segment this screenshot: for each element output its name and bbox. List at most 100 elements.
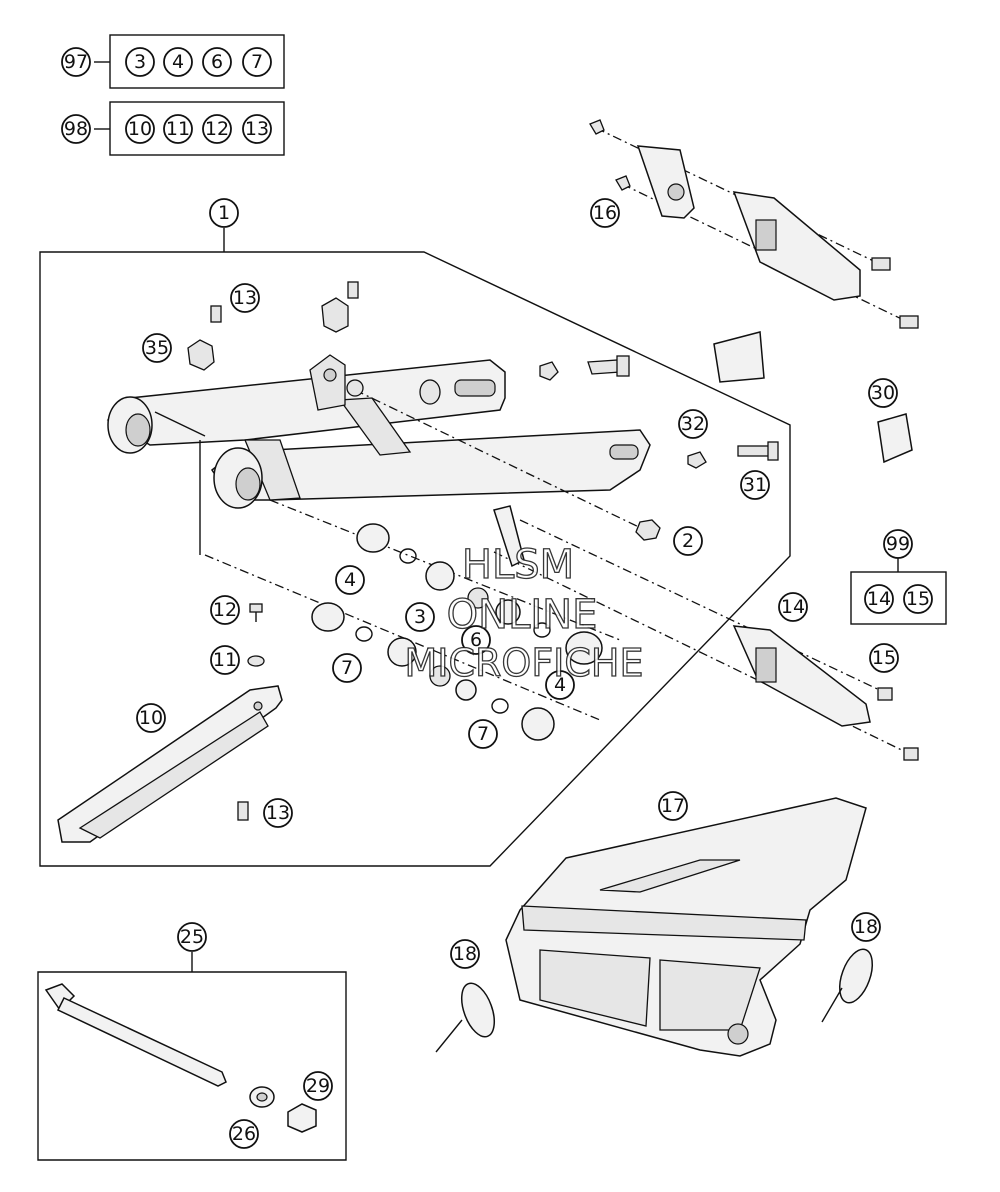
set-98-item-10[interactable]: 10 xyxy=(125,114,155,144)
nut-29[interactable] xyxy=(287,1103,317,1133)
callout-31[interactable]: 31 xyxy=(740,470,770,500)
set-97: 97 3 4 6 7 xyxy=(61,34,285,89)
svg-text:31: 31 xyxy=(743,474,767,496)
bolt-upper[interactable] xyxy=(587,359,621,375)
svg-text:14: 14 xyxy=(781,596,805,618)
chain-guide-bracket-16[interactable] xyxy=(636,145,861,301)
set-97-item-6[interactable]: 6 xyxy=(202,47,232,77)
svg-text:4: 4 xyxy=(344,569,356,591)
svg-text:4: 4 xyxy=(172,51,184,73)
callout-1[interactable]: 1 xyxy=(209,198,239,228)
cable-tie-18-right[interactable] xyxy=(821,945,879,1023)
svg-text:10: 10 xyxy=(139,707,163,729)
callout-7-right[interactable]: 7 xyxy=(468,719,498,749)
chain-guide-14[interactable] xyxy=(493,505,871,727)
svg-text:15: 15 xyxy=(872,647,896,669)
bearing-stack[interactable] xyxy=(311,523,603,741)
callout-35[interactable]: 35 xyxy=(142,333,172,363)
callout-14[interactable]: 14 xyxy=(778,592,808,622)
set-98: 98 10 11 12 13 xyxy=(61,101,285,156)
svg-text:18: 18 xyxy=(453,943,477,965)
callout-7-left[interactable]: 7 xyxy=(332,653,362,683)
svg-text:18: 18 xyxy=(854,916,878,938)
bolt-16b[interactable] xyxy=(899,315,919,329)
svg-text:3: 3 xyxy=(414,606,426,628)
set-97-item-4[interactable]: 4 xyxy=(163,47,193,77)
set-97-item-3[interactable]: 3 xyxy=(125,47,155,77)
callout-16[interactable]: 16 xyxy=(590,198,620,228)
washer-11[interactable] xyxy=(247,655,265,667)
cable-tie-18-left[interactable] xyxy=(435,979,501,1053)
callout-4-upper[interactable]: 4 xyxy=(335,565,365,595)
svg-text:25: 25 xyxy=(180,926,204,948)
callout-26[interactable]: 26 xyxy=(229,1119,259,1149)
svg-text:7: 7 xyxy=(341,657,353,679)
nut-32[interactable] xyxy=(687,451,707,469)
svg-text:13: 13 xyxy=(233,287,257,309)
callout-10[interactable]: 10 xyxy=(136,703,166,733)
nut-16b[interactable] xyxy=(615,175,631,191)
nut-upper[interactable] xyxy=(539,361,559,381)
nut-16a[interactable] xyxy=(589,119,605,135)
callout-25[interactable]: 25 xyxy=(177,922,207,952)
set-98-item-12[interactable]: 12 xyxy=(202,114,232,144)
set-98-key[interactable]: 98 xyxy=(61,114,91,144)
swingarm-axle-25[interactable] xyxy=(44,983,227,1087)
callout-18-left[interactable]: 18 xyxy=(450,939,480,969)
callout-13-lower[interactable]: 13 xyxy=(263,798,293,828)
callout-17[interactable]: 17 xyxy=(658,791,688,821)
guide-block[interactable] xyxy=(713,331,765,383)
svg-text:MICROFICHE: MICROFICHE xyxy=(404,641,643,685)
set-98-item-11[interactable]: 11 xyxy=(163,114,193,144)
svg-text:11: 11 xyxy=(213,649,237,671)
svg-text:32: 32 xyxy=(681,413,705,435)
set-97-key[interactable]: 97 xyxy=(61,47,91,77)
bolt-15b[interactable] xyxy=(903,747,919,761)
callout-11[interactable]: 11 xyxy=(210,645,240,675)
bolt-16a[interactable] xyxy=(871,257,891,271)
clip-35[interactable] xyxy=(187,305,222,371)
callout-30[interactable]: 30 xyxy=(868,378,898,408)
callout-32[interactable]: 32 xyxy=(678,409,708,439)
callout-15[interactable]: 15 xyxy=(869,643,899,673)
svg-text:13: 13 xyxy=(266,802,290,824)
svg-text:4: 4 xyxy=(554,674,566,696)
callout-2[interactable]: 2 xyxy=(673,526,703,556)
svg-text:97: 97 xyxy=(64,51,88,73)
svg-text:7: 7 xyxy=(251,51,263,73)
svg-text:29: 29 xyxy=(306,1075,330,1097)
swingarm[interactable] xyxy=(106,354,651,509)
set-97-item-7[interactable]: 7 xyxy=(242,47,272,77)
chain-guard-17[interactable] xyxy=(505,797,867,1057)
svg-text:26: 26 xyxy=(232,1123,256,1145)
clip-right-top[interactable] xyxy=(321,281,359,333)
screw-13-lower[interactable] xyxy=(237,801,249,821)
screw-12[interactable] xyxy=(249,603,263,622)
svg-text:17: 17 xyxy=(661,795,685,817)
bolt-31[interactable] xyxy=(737,441,779,461)
chain-slider-10[interactable] xyxy=(57,685,283,843)
callout-29[interactable]: 29 xyxy=(303,1071,333,1101)
svg-text:30: 30 xyxy=(871,382,895,404)
callout-12[interactable]: 12 xyxy=(210,595,240,625)
callout-3[interactable]: 3 xyxy=(405,602,435,632)
nut-2[interactable] xyxy=(635,519,661,541)
callout-6[interactable]: 6 xyxy=(461,625,491,655)
set-99: 99 14 15 xyxy=(850,529,947,625)
callout-4-lower[interactable]: 4 xyxy=(545,670,575,700)
set-99-item-14[interactable]: 14 xyxy=(864,584,894,614)
bolt-15a[interactable] xyxy=(877,687,893,701)
svg-text:ONLINE: ONLINE xyxy=(447,592,598,638)
svg-text:16: 16 xyxy=(593,202,617,224)
svg-text:6: 6 xyxy=(470,629,482,651)
guide-block-30[interactable] xyxy=(877,413,913,464)
set-99-key[interactable]: 99 xyxy=(883,529,913,559)
set-98-item-13[interactable]: 13 xyxy=(242,114,272,144)
callout-18-right[interactable]: 18 xyxy=(851,912,881,942)
svg-text:12: 12 xyxy=(205,118,229,140)
set-99-item-15[interactable]: 15 xyxy=(903,584,933,614)
svg-text:35: 35 xyxy=(145,337,169,359)
callout-13-top[interactable]: 13 xyxy=(230,283,260,313)
svg-text:1: 1 xyxy=(218,202,230,224)
